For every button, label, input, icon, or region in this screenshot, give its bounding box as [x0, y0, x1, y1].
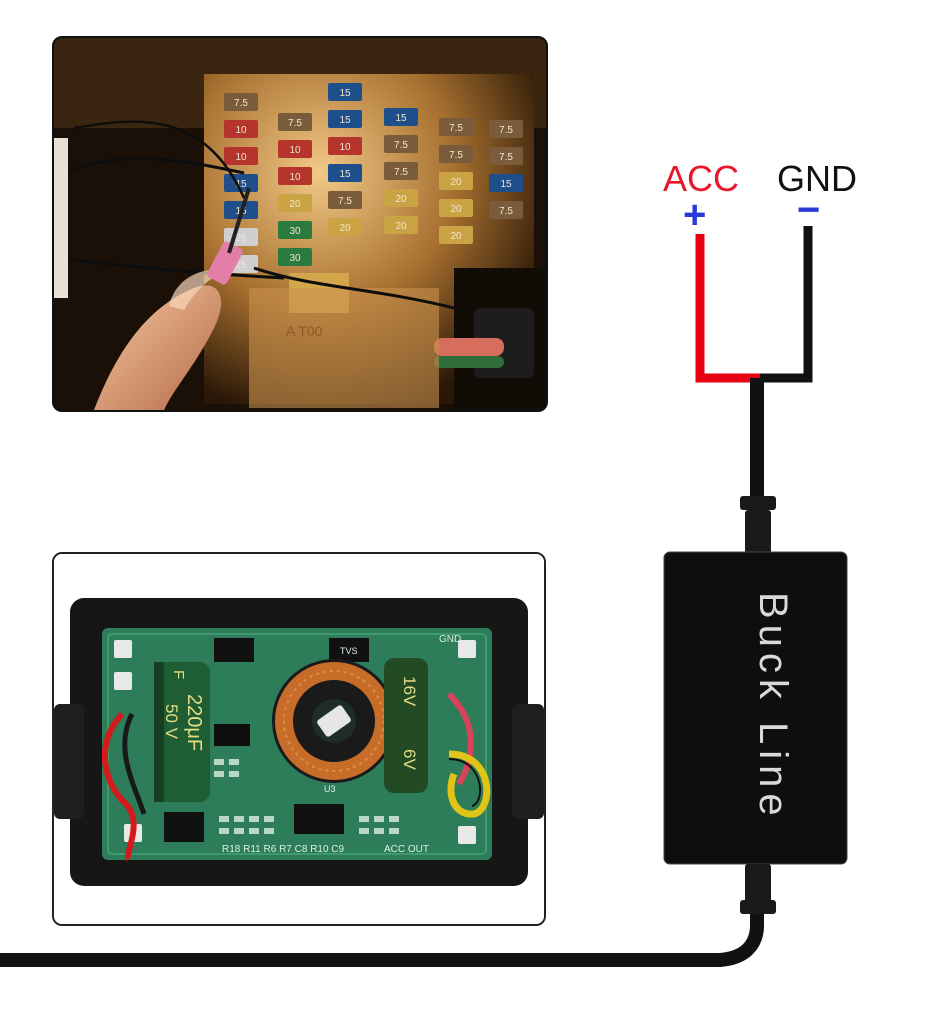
fuse [384, 189, 418, 207]
fuse [489, 174, 523, 192]
fuse-rating: 10 [289, 145, 301, 156]
fuse [224, 147, 258, 165]
fuse-rating: 15 [395, 113, 407, 124]
fuse-rating: 7.5 [499, 152, 513, 163]
acc-red-wire [695, 234, 760, 383]
fuse-rating: 10 [235, 152, 247, 163]
buck-line-label: Buck Line [751, 592, 795, 822]
small-cap-line2: 6V [400, 749, 419, 770]
fuse [328, 137, 362, 155]
pcb-photo: F 220μF 50 V U3 16V 6V TVS GND R18 R11 R… [52, 552, 546, 926]
fuse-rating: 20 [395, 221, 407, 232]
fuse-rating: 7.5 [394, 167, 408, 178]
fuse-rating: 15 [339, 88, 351, 99]
fuse-rating: 30 [289, 226, 301, 237]
fusebox-photo: A T00 7.5 10 10 15 15 25 25 7.5 10 10 20 30 30 15 15 10… [52, 36, 548, 412]
fuse [328, 110, 362, 128]
fuse [278, 194, 312, 212]
small-cap-line1: 16V [400, 676, 419, 707]
fuse-rating: 30 [289, 253, 301, 264]
pcb-illustration: F 220μF 50 V U3 16V 6V TVS GND R18 R11 R… [54, 554, 544, 924]
strain-relief-top [740, 496, 776, 510]
fuse [278, 221, 312, 239]
gnd-label: GND [777, 158, 857, 199]
plus-icon: + [683, 193, 707, 237]
fuse [224, 93, 258, 111]
fuse [384, 108, 418, 126]
minus-icon: − [797, 188, 821, 232]
fuse-rating: 10 [235, 125, 247, 136]
fusebox-illustration: A T00 7.5 10 10 15 15 25 25 7.5 10 10 20 30 30 15 15 10… [54, 38, 546, 410]
fuse [384, 135, 418, 153]
fuse [278, 113, 312, 131]
small-capacitor [384, 658, 428, 793]
fuse-rating: 7.5 [234, 98, 248, 109]
big-cap-line3: 50 V [162, 704, 181, 740]
fuse [439, 118, 473, 136]
big-cap-line2: 220μF [183, 694, 205, 751]
fuse-rating: 20 [395, 194, 407, 205]
fuse-rating: 20 [450, 177, 462, 188]
fuse-rating: 7.5 [449, 123, 463, 134]
gnd-black-wire [760, 226, 813, 383]
fuse-rating: 20 [450, 231, 462, 242]
gnd-silkscreen: GND [439, 634, 461, 645]
svg-text:A T00: A T00 [286, 323, 323, 339]
fuse-rating: 15 [339, 169, 351, 180]
fuse [489, 201, 523, 219]
fuse-rating: 7.5 [499, 206, 513, 217]
fuse [328, 218, 362, 236]
fuse-rating: 15 [500, 179, 512, 190]
acc-out-silkscreen: ACC OUT [384, 844, 429, 855]
fuse-rating: 20 [339, 223, 351, 234]
fuse-rating: 20 [289, 199, 301, 210]
big-cap-line1: F [170, 670, 187, 679]
fuse [489, 147, 523, 165]
fuse-rating: 7.5 [394, 140, 408, 151]
fuse-rating: 25 [235, 233, 247, 244]
component-refs: R18 R11 R6 R7 C8 R10 C9 [222, 844, 345, 855]
acc-label: ACC [663, 158, 740, 199]
fuse [278, 248, 312, 266]
fuse [384, 216, 418, 234]
fuse [278, 167, 312, 185]
inductor-ref: U3 [324, 784, 336, 794]
fuse [328, 83, 362, 101]
fuse-rating: 7.5 [449, 150, 463, 161]
fuse [224, 120, 258, 138]
fuse-rating: 10 [289, 172, 301, 183]
fuse [489, 120, 523, 138]
fuse-rating: 7.5 [499, 125, 513, 136]
fuse [328, 191, 362, 209]
fuse-rating: 20 [450, 204, 462, 215]
fuse [328, 164, 362, 182]
fuse [384, 162, 418, 180]
strain-relief-bottom [745, 864, 771, 904]
fuse-rating: 10 [339, 142, 351, 153]
fuse-rating: 7.5 [288, 118, 302, 129]
fuse [439, 226, 473, 244]
fuse [439, 172, 473, 190]
big-capacitor [154, 662, 210, 802]
fuse-rating: 7.5 [338, 196, 352, 207]
fuse-rating: 25 [235, 260, 247, 271]
fuse [439, 199, 473, 217]
fuse [439, 145, 473, 163]
fuse-rating: 15 [235, 179, 247, 190]
tvs-label: TVS [340, 646, 358, 656]
fuse-rating: 15 [339, 115, 351, 126]
fuse [278, 140, 312, 158]
